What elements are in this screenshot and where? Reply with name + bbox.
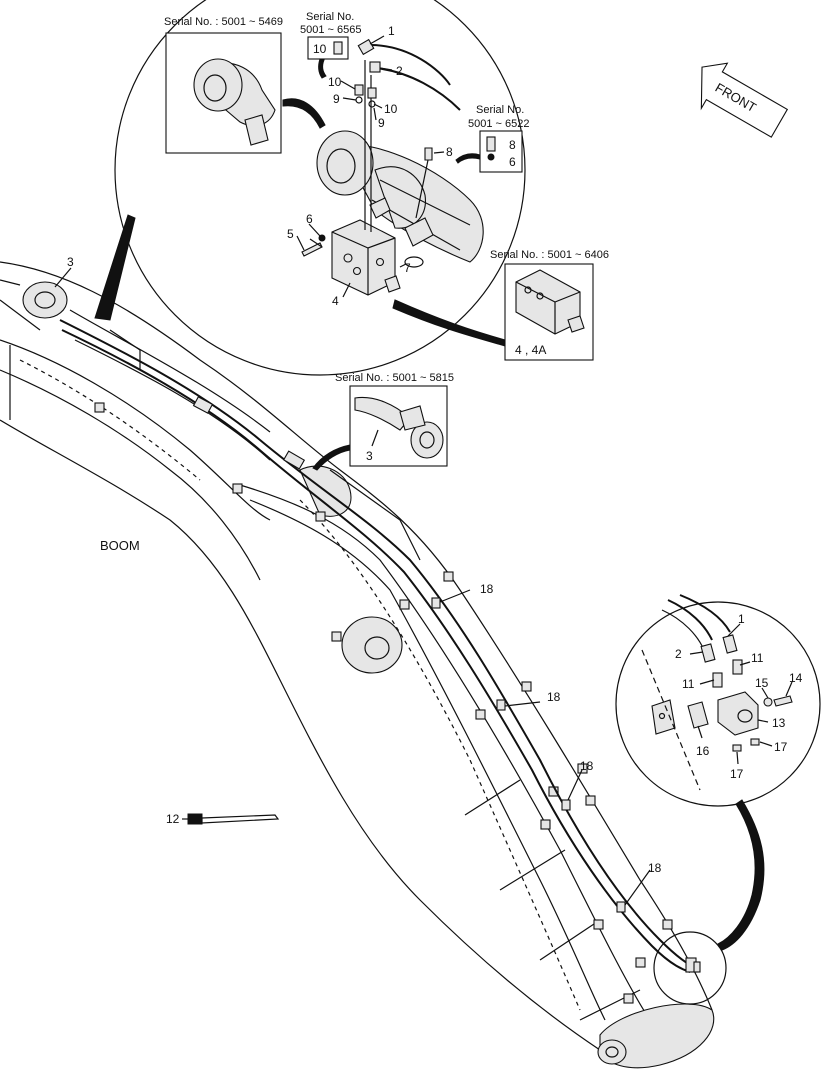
detail-circle-valve	[94, 0, 526, 376]
callout-18-c: 18	[580, 759, 594, 773]
callout-6-box: 6	[509, 155, 516, 169]
callout-3-top: 3	[67, 255, 74, 269]
detail-circle-tip	[615, 594, 821, 1005]
callout-2-top: 2	[396, 64, 403, 78]
callout-18-a: 18	[480, 582, 494, 596]
inset-5815	[312, 385, 448, 471]
callout-6-main: 6	[306, 212, 313, 226]
callout-11-b: 11	[682, 677, 695, 691]
cable-tie	[182, 813, 280, 825]
callout-16: 16	[696, 744, 710, 758]
callout-12: 12	[166, 812, 180, 826]
front-arrow	[700, 62, 789, 138]
callout-1-right: 1	[738, 612, 745, 626]
callout-1-top: 1	[388, 24, 395, 38]
callout-11-a: 11	[751, 651, 764, 665]
callout-3-inset: 3	[366, 449, 373, 463]
callout-9-b: 9	[378, 116, 385, 130]
serial-5469: Serial No. : 5001 ~ 5469	[164, 16, 283, 28]
callout-15: 15	[755, 676, 769, 690]
serial-5815: Serial No. : 5001 ~ 5815	[335, 372, 454, 384]
callout-18-b: 18	[547, 690, 561, 704]
callout-14: 14	[789, 671, 803, 685]
callout-10-box: 10	[313, 42, 327, 56]
boom-label: BOOM	[100, 538, 140, 553]
serial-6565-l1: Serial No.	[306, 11, 354, 23]
callout-17-a: 17	[774, 740, 788, 754]
inset-6406	[504, 263, 594, 361]
callout-10-a: 10	[328, 75, 342, 89]
boom-leaders	[54, 238, 651, 906]
callout-17-b: 17	[730, 767, 744, 781]
callout-4: 4	[332, 294, 339, 308]
hose-lines	[59, 309, 696, 973]
boom-structure	[0, 261, 715, 1069]
callout-13: 13	[772, 716, 786, 730]
callout-10-b: 10	[384, 102, 398, 116]
callout-8-main: 8	[446, 145, 453, 159]
callout-2-right: 2	[675, 647, 682, 661]
inset-5469	[165, 32, 326, 154]
inset-6565	[307, 36, 349, 79]
callout-4-4a: 4 , 4A	[515, 343, 546, 357]
serial-6565-l2: 5001 ~ 6565	[300, 24, 361, 36]
callout-9-a: 9	[333, 92, 340, 106]
callout-5: 5	[287, 227, 294, 241]
callout-18-d: 18	[648, 861, 662, 875]
callout-7: 7	[404, 261, 411, 275]
serial-6406: Serial No. : 5001 ~ 6406	[490, 249, 609, 261]
inset-6522	[455, 130, 523, 173]
serial-6522-l2: 5001 ~ 6522	[468, 118, 529, 130]
callout-8-box: 8	[509, 138, 516, 152]
serial-6522-l1: Serial No.	[476, 104, 524, 116]
